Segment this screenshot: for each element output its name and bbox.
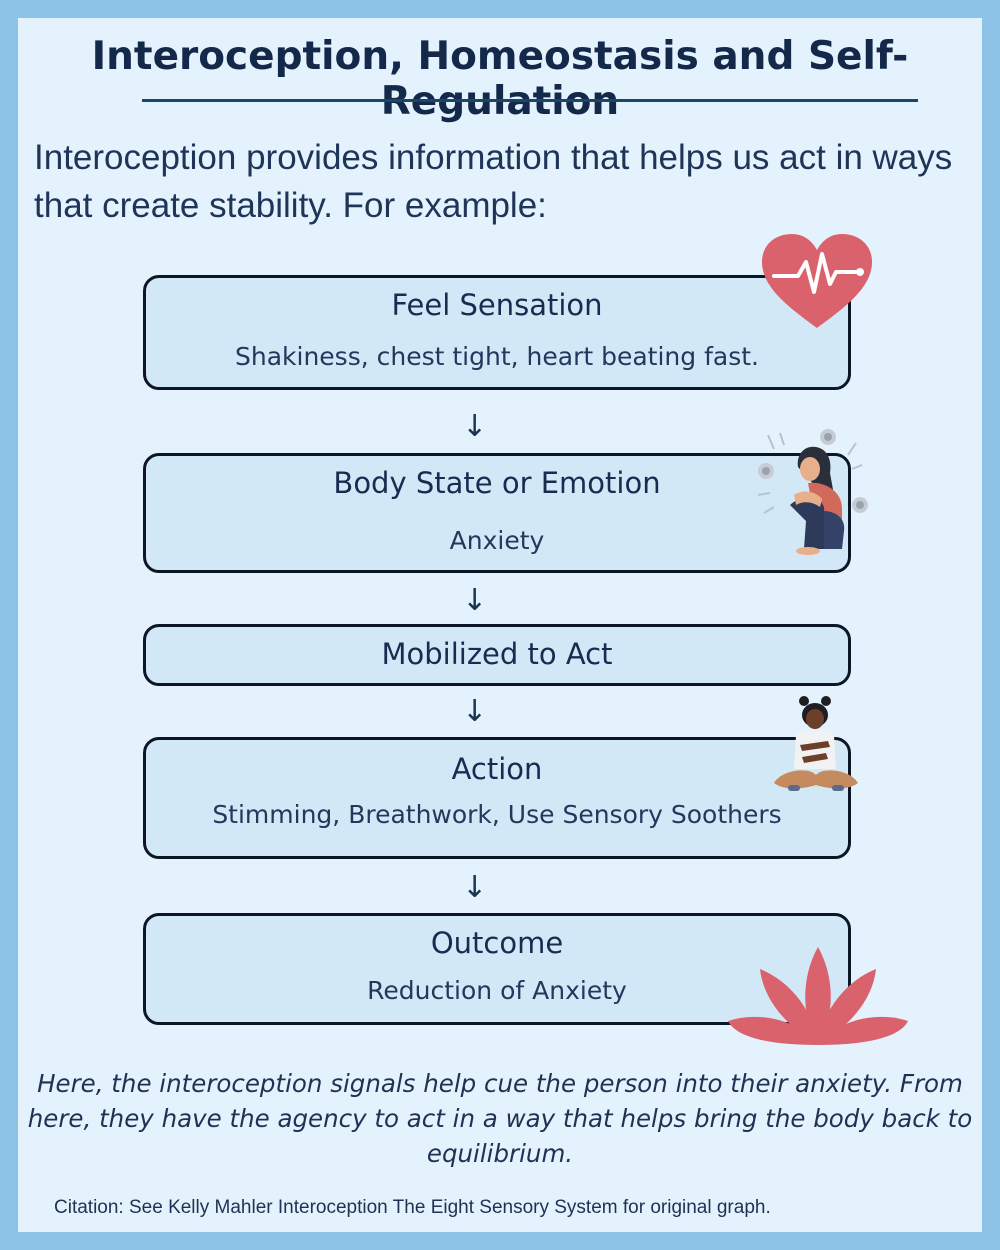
intro-text: Interoception provides information that … [34, 138, 953, 225]
self-soothing-person-illustration [774, 696, 858, 791]
summary-note: Here, the interoception signals help cue… [27, 1069, 973, 1168]
step-body-state: Body State or Emotion Anxiety [143, 453, 851, 573]
heartbeat-heart-icon [762, 234, 872, 328]
step-heading: Body State or Emotion [333, 466, 661, 500]
title-underline [142, 99, 918, 102]
step-detail: Stimming, Breathwork, Use Sensory Soothe… [212, 800, 782, 829]
step-heading: Mobilized to Act [381, 637, 613, 671]
step-detail: Shakiness, chest tight, heart beating fa… [235, 342, 759, 371]
page-title: Interoception, Homeostasis and Self-Regu… [91, 34, 909, 124]
anxious-person-illustration [757, 429, 868, 555]
step-heading: Feel Sensation [391, 288, 603, 322]
step-outcome: Outcome Reduction of Anxiety [143, 913, 851, 1025]
flow-arrow: ↓ [462, 694, 488, 729]
citation: Citation: See Kelly Mahler Interoception… [54, 1197, 771, 1218]
step-action: Action Stimming, Breathwork, Use Sensory… [143, 737, 851, 859]
step-feel-sensation: Feel Sensation Shakiness, chest tight, h… [143, 275, 851, 390]
step-detail: Reduction of Anxiety [367, 976, 627, 1005]
flow-arrow: ↓ [462, 409, 488, 444]
lotus-flower-icon [728, 947, 908, 1045]
flow-arrow: ↓ [462, 870, 488, 905]
step-mobilized: Mobilized to Act [143, 624, 851, 686]
flow-arrow: ↓ [462, 583, 488, 618]
step-heading: Action [451, 752, 543, 786]
step-heading: Outcome [430, 926, 564, 960]
step-detail: Anxiety [449, 526, 545, 555]
